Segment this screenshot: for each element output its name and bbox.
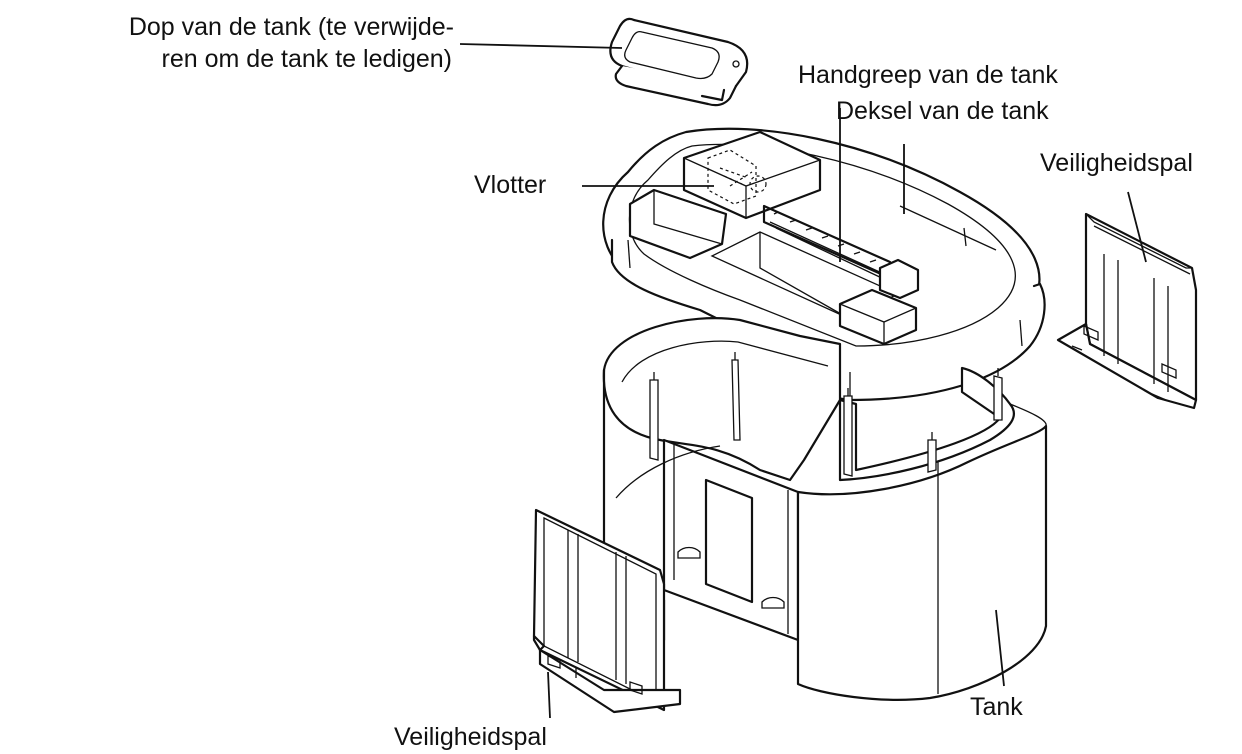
tank-cap-drawing [609, 17, 749, 107]
leader-tank [995, 609, 1005, 687]
label-latch-right: Veiligheidspal [1040, 149, 1193, 177]
leader-lines [459, 43, 1147, 719]
label-lid: Deksel van de tank [836, 97, 1049, 125]
leader-cap [459, 43, 623, 49]
label-latch-left: Veiligheidspal [394, 723, 547, 751]
label-cap-line1: Dop van de tank (te verwijde- [128, 13, 454, 41]
leader-latch-right [1127, 191, 1147, 263]
leader-latch-left [547, 671, 551, 719]
label-float: Vlotter [474, 171, 547, 199]
tank-body-drawing [602, 317, 1048, 701]
safety-latch-right-drawing [1056, 212, 1198, 410]
safety-latch-left-drawing [532, 508, 682, 714]
label-tank: Tank [970, 693, 1023, 721]
label-cap-line2: ren om de tank te ledigen) [161, 45, 452, 73]
label-handle: Handgreep van de tank [798, 61, 1058, 89]
tank-lid-drawing [602, 127, 1046, 402]
